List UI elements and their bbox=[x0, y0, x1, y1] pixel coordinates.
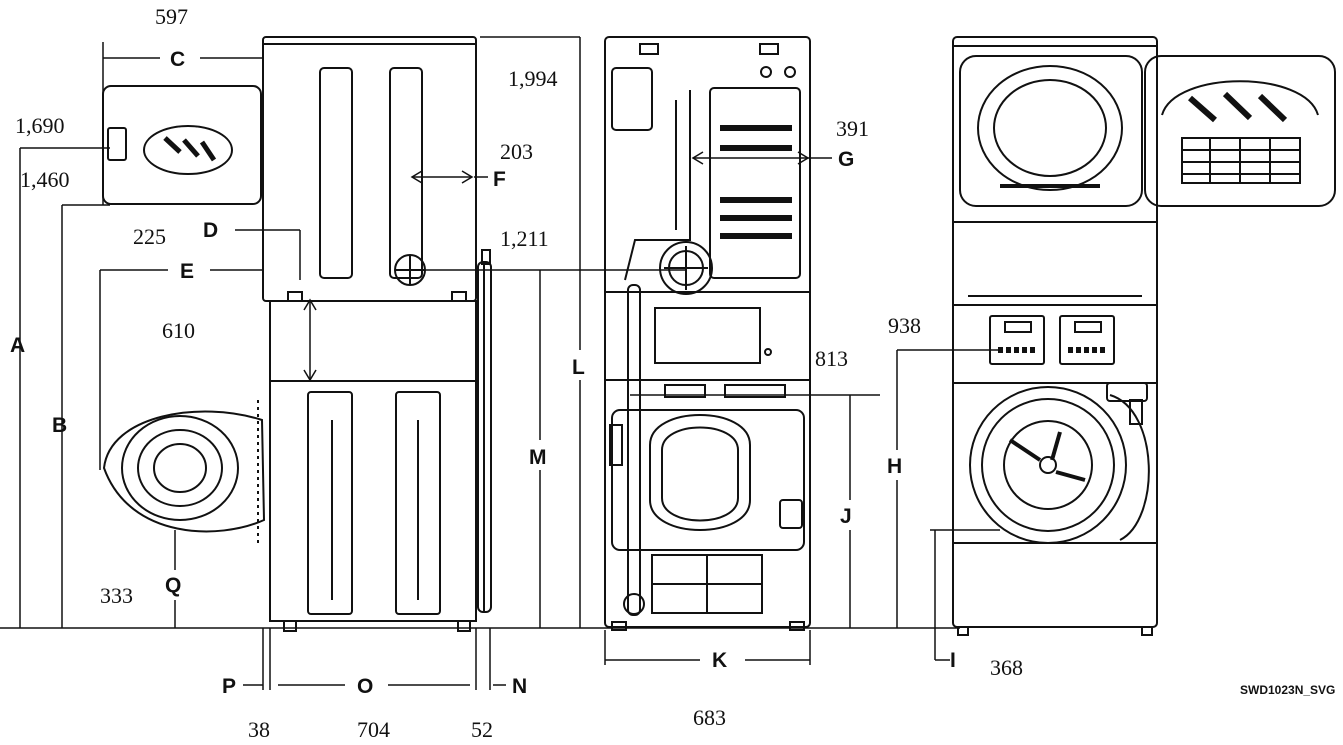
letter-f: F bbox=[493, 168, 506, 191]
letter-j: J bbox=[840, 505, 852, 528]
value-o: 704 bbox=[357, 717, 390, 742]
letter-h: H bbox=[887, 455, 902, 478]
figure-reference-id: SWD1023N_SVG bbox=[1240, 683, 1335, 697]
value-n: 52 bbox=[471, 717, 493, 742]
letter-l: L bbox=[572, 356, 585, 379]
front-view bbox=[952, 36, 1336, 636]
letter-p: P bbox=[222, 675, 236, 698]
value-f: 203 bbox=[500, 139, 533, 164]
letter-q: Q bbox=[165, 574, 181, 597]
value-b: 1,460 bbox=[20, 167, 70, 192]
side-view bbox=[102, 36, 492, 632]
letter-o: O bbox=[357, 675, 373, 698]
value-i: 368 bbox=[990, 655, 1023, 680]
letter-g: G bbox=[838, 148, 854, 171]
dimension-lines bbox=[0, 36, 1000, 690]
letter-b: B bbox=[52, 414, 67, 437]
value-q: 333 bbox=[100, 583, 133, 608]
dimension-values: 1,690 1,460 597 225 610 203 391 938 368 … bbox=[15, 4, 1023, 742]
rear-view bbox=[604, 36, 811, 631]
value-j: 813 bbox=[815, 346, 848, 371]
value-c: 597 bbox=[155, 4, 188, 29]
value-k: 683 bbox=[693, 705, 726, 730]
value-e: 610 bbox=[162, 318, 195, 343]
value-g: 391 bbox=[836, 116, 869, 141]
value-a: 1,690 bbox=[15, 113, 65, 138]
letter-n: N bbox=[512, 675, 527, 698]
value-m: 1,211 bbox=[500, 226, 549, 251]
value-d: 225 bbox=[133, 224, 166, 249]
value-h: 938 bbox=[888, 313, 921, 338]
letter-k: K bbox=[712, 649, 727, 672]
letter-m: M bbox=[529, 446, 547, 469]
letter-e: E bbox=[180, 260, 194, 283]
letter-a: A bbox=[10, 334, 25, 357]
letter-i: I bbox=[950, 649, 956, 672]
value-l: 1,994 bbox=[508, 66, 558, 91]
letter-d: D bbox=[203, 219, 218, 242]
letter-c: C bbox=[170, 48, 185, 71]
value-p: 38 bbox=[248, 717, 270, 742]
dimension-letters: A B C D E F G H I J K L M N O P Q bbox=[10, 48, 956, 698]
